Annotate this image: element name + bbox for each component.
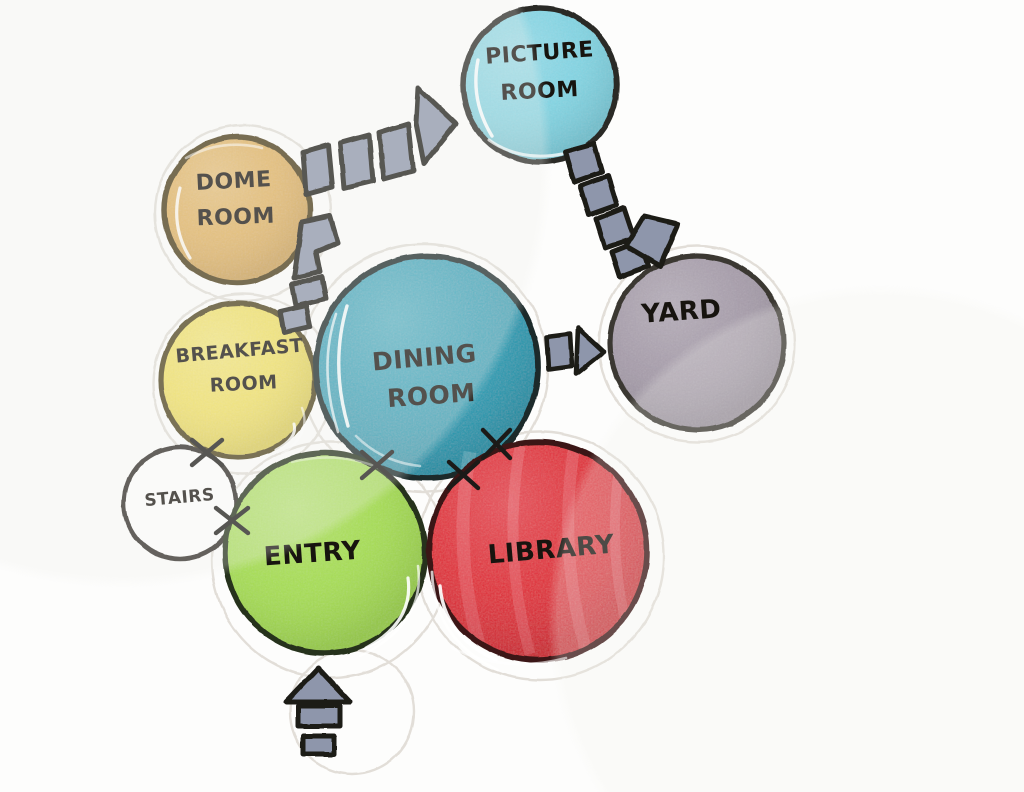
picture-room-highlight-1 bbox=[474, 58, 494, 138]
dome-room-highlight-2 bbox=[184, 143, 264, 160]
door-stairs-entry bbox=[213, 505, 251, 536]
arrow-head bbox=[283, 665, 353, 705]
arrow-segment-1 bbox=[295, 703, 343, 729]
yard-sheen bbox=[612, 258, 782, 428]
library-outline bbox=[426, 439, 650, 663]
library-highlight-1 bbox=[438, 584, 498, 662]
dome-room-highlight-1 bbox=[175, 186, 192, 260]
arrow-segment-2 bbox=[577, 173, 620, 218]
arrow-dining-to-dome bbox=[277, 213, 341, 335]
arrow-segment-2 bbox=[277, 303, 313, 335]
arrow-head bbox=[413, 85, 459, 167]
entry-highlight-2 bbox=[358, 564, 421, 658]
arrow-segment-1 bbox=[562, 141, 605, 185]
dining-room-label-line2: ROOM bbox=[386, 378, 476, 413]
picture-room-highlight-2 bbox=[487, 138, 564, 158]
bubble-yard[interactable]: YARD bbox=[607, 253, 787, 433]
stairs-fill bbox=[125, 448, 235, 558]
arrow-segment-2 bbox=[337, 132, 376, 191]
door-stairs-breakfast bbox=[189, 437, 225, 468]
library-highlight-3 bbox=[450, 646, 568, 666]
arrow-dining-to-yard bbox=[544, 325, 607, 377]
bubble-entry[interactable]: ENTRY bbox=[222, 450, 428, 658]
construction-circle-yard bbox=[597, 244, 797, 444]
dome-room-outline bbox=[161, 134, 313, 286]
dining-room-outline bbox=[313, 253, 541, 481]
arrow-picture-to-yard bbox=[562, 141, 681, 280]
arrow-segment-3 bbox=[376, 121, 416, 182]
bubble-picture-room[interactable]: PICTURE ROOM bbox=[460, 5, 620, 165]
door-marks bbox=[189, 427, 513, 536]
arrow-segment-1 bbox=[300, 142, 335, 197]
dome-room-sheen bbox=[166, 139, 308, 281]
picture-room-outline bbox=[460, 5, 620, 165]
dome-room-label-line2: ROOM bbox=[196, 204, 275, 232]
breakfast-room-label-line2: ROOM bbox=[209, 371, 278, 397]
arrow-head bbox=[291, 213, 341, 281]
picture-room-label-line2: ROOM bbox=[500, 77, 579, 106]
door-library-dining-b bbox=[480, 427, 513, 461]
arrow-dome-to-picture bbox=[300, 85, 459, 197]
yard-label: YARD bbox=[639, 294, 722, 330]
bubble-dome-room[interactable]: DOME ROOM bbox=[161, 134, 313, 286]
entry-highlight-1 bbox=[364, 576, 411, 650]
bubble-dining-room[interactable]: DINING ROOM bbox=[313, 253, 541, 481]
library-sheen bbox=[431, 444, 645, 658]
arrow-head bbox=[623, 213, 681, 269]
entry-outline bbox=[222, 450, 428, 656]
door-library-dining-a bbox=[446, 459, 481, 491]
arrow-head bbox=[573, 325, 607, 377]
entry-label: ENTRY bbox=[263, 536, 363, 573]
arrow-segment-1 bbox=[289, 274, 329, 309]
entry-sheen bbox=[227, 455, 423, 651]
breakfast-room-highlight-1 bbox=[274, 422, 297, 452]
dining-room-highlight-1 bbox=[337, 304, 350, 428]
dome-room-label-line1: DOME bbox=[195, 167, 272, 196]
bubble-library[interactable]: LIBRARY bbox=[426, 439, 650, 672]
breakfast-room-sheen bbox=[163, 305, 313, 455]
arrow-segment-2 bbox=[300, 733, 337, 757]
bubble-breakfast-room[interactable]: BREAKFAST ROOM bbox=[158, 300, 318, 460]
yard-outline bbox=[607, 253, 787, 433]
dining-room-highlight-2 bbox=[326, 312, 340, 434]
door-entry-dining bbox=[359, 449, 395, 481]
library-highlight-2 bbox=[430, 570, 500, 672]
arrow-exterior-to-entry bbox=[283, 665, 353, 757]
breakfast-room-highlight-2 bbox=[280, 406, 306, 456]
dining-room-sheen bbox=[318, 258, 536, 476]
arrow-segment-1 bbox=[544, 331, 575, 372]
picture-room-sheen bbox=[465, 10, 615, 160]
